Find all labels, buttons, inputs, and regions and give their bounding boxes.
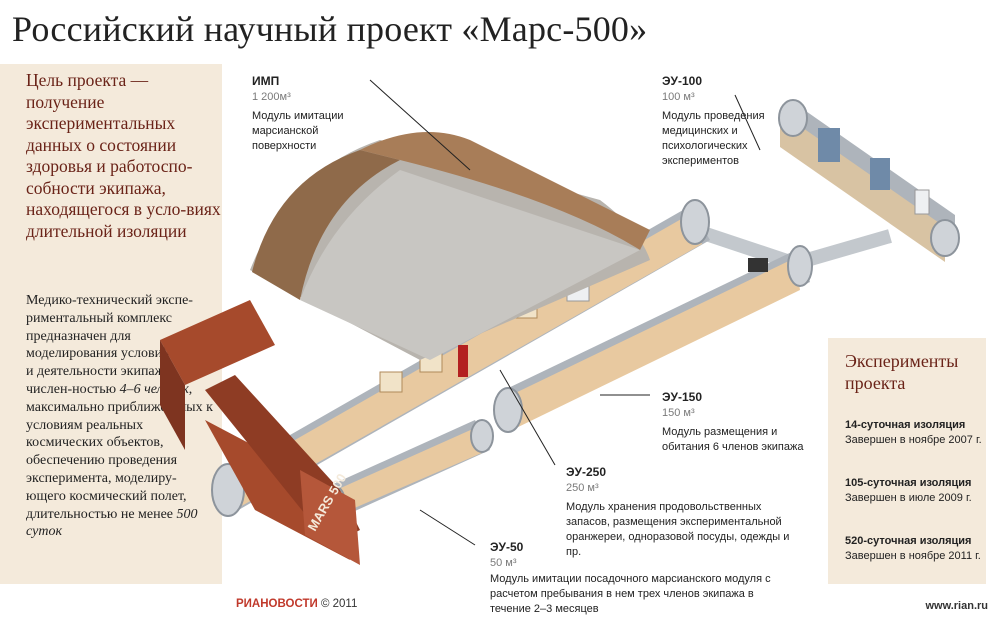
module-description: Модуль хранения продовольственных запасо… bbox=[566, 501, 790, 558]
experiment-name: 14-суточная изоляция bbox=[845, 419, 966, 431]
module-volume: 150 м³ bbox=[662, 407, 695, 419]
experiment-name: 105-суточная изоляция bbox=[845, 477, 972, 489]
module-volume: 250 м³ bbox=[566, 482, 599, 494]
experiment-status: Завершен в ноябре 2011 г. bbox=[845, 550, 981, 562]
access-tunnel bbox=[160, 300, 360, 565]
experiment-item: 105-суточная изоляция Завершен в июле 20… bbox=[845, 476, 972, 506]
module-eu150 bbox=[493, 245, 813, 433]
project-goal: Цель проекта — получение экспериментальн… bbox=[26, 70, 221, 241]
module-name: ИМП bbox=[252, 74, 280, 88]
label-eu150: ЭУ-150 150 м³ Модуль размещения и обитан… bbox=[662, 390, 822, 455]
module-volume: 100 м³ bbox=[662, 91, 695, 103]
duration: 500 суток bbox=[26, 506, 198, 540]
site-url[interactable]: www.rian.ru bbox=[925, 600, 988, 612]
module-name: ЭУ-50 bbox=[490, 540, 524, 554]
label-imp: ИМП 1 200м³ Модуль имитации марсианской … bbox=[252, 74, 362, 154]
transfer-tunnel bbox=[697, 225, 793, 269]
experiment-item: 14-суточная изоляция Завершен в ноябре 2… bbox=[845, 418, 982, 448]
storage-box bbox=[379, 371, 403, 393]
module-description: Модуль проведения медицинских и психолог… bbox=[662, 110, 765, 167]
equipment-rack bbox=[818, 128, 840, 162]
module-name: ЭУ-100 bbox=[662, 74, 703, 88]
leader-line bbox=[369, 79, 471, 171]
screen bbox=[748, 258, 768, 272]
label-eu100: ЭУ-100 100 м³ Модуль проведения медицинс… bbox=[662, 74, 772, 169]
complex-description: Медико-технический экспе-риментальный ко… bbox=[26, 292, 216, 541]
module-volume: 50 м³ bbox=[490, 557, 517, 569]
experiment-name: 520-суточная изоляция bbox=[845, 535, 972, 547]
leader-line bbox=[734, 94, 761, 151]
copyright: © 2011 bbox=[320, 598, 358, 610]
experiment-status: Завершен в ноябре 2007 г. bbox=[845, 434, 982, 446]
transfer-tunnel bbox=[798, 229, 892, 269]
experiments-panel bbox=[828, 338, 986, 584]
module-name: ЭУ-250 bbox=[566, 465, 607, 479]
leader-line bbox=[419, 509, 476, 546]
module-description: Модуль имитации посадочного марсианского… bbox=[490, 573, 771, 615]
goal-panel bbox=[0, 64, 222, 584]
agency-logo: РИАНОВОСТИ © 2011 bbox=[236, 598, 357, 610]
module-imp bbox=[250, 132, 650, 360]
label-eu50: ЭУ-50 50 м³ Модуль имитации посадочного … bbox=[490, 540, 790, 617]
module-eu100 bbox=[778, 99, 960, 262]
description-part-1: Медико-технический экспе-риментальный ко… bbox=[26, 293, 211, 397]
agency-name: РИАНОВОСТИ bbox=[236, 598, 318, 610]
module-description: Модуль размещения и обитания 6 членов эк… bbox=[662, 426, 804, 453]
module-name: ЭУ-150 bbox=[662, 390, 703, 404]
cabinet bbox=[914, 189, 930, 215]
experiments-title: Эксперименты проекта bbox=[845, 351, 959, 393]
module-description: Модуль имитации марсианской поверхности bbox=[252, 110, 344, 152]
experiment-item: 520-суточная изоляция Завершен в ноябре … bbox=[845, 534, 981, 564]
label-eu250: ЭУ-250 250 м³ Модуль хранения продовольс… bbox=[566, 465, 806, 560]
module-volume: 1 200м³ bbox=[252, 91, 291, 103]
page-title: Российский научный проект «Марс-500» bbox=[12, 9, 648, 49]
experiment-status: Завершен в июле 2009 г. bbox=[845, 492, 972, 504]
red-unit bbox=[458, 345, 468, 377]
equipment-rack bbox=[870, 158, 890, 190]
leader-line bbox=[499, 369, 556, 466]
